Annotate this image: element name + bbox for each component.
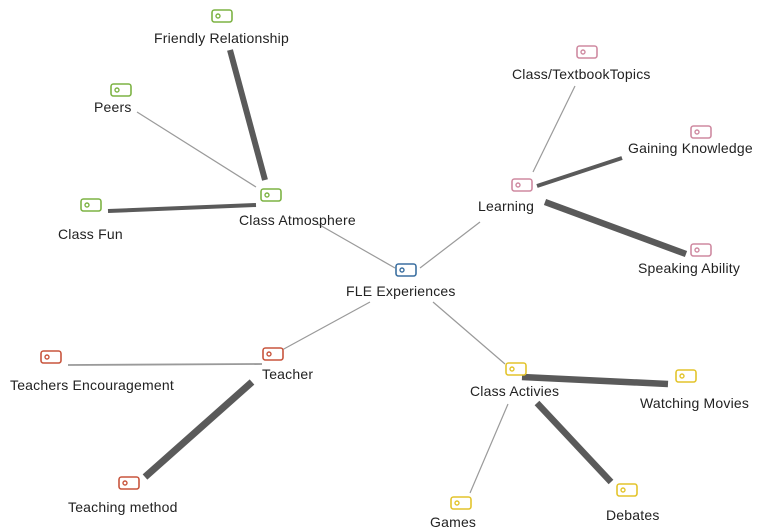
- code-tag-icon: [395, 263, 417, 277]
- node-label-games: Games: [430, 514, 477, 530]
- edge-learning-speaking: [543, 198, 688, 258]
- node-label-class-atmosphere: Class Atmosphere: [239, 212, 356, 228]
- code-tag-icon: [260, 188, 282, 202]
- node-label-teacher: Teacher: [262, 366, 314, 382]
- code-tag-icon: [616, 483, 638, 497]
- node-label-speaking-ability: Speaking Ability: [638, 260, 741, 276]
- code-tag-icon: [576, 45, 598, 59]
- edge-atmosphere-friendly: [227, 49, 268, 181]
- code-tag-icon: [40, 350, 62, 364]
- code-tag-icon: [511, 178, 533, 192]
- node-label-class-fun: Class Fun: [58, 226, 123, 242]
- code-tag-icon: [262, 347, 284, 361]
- edge-learning-topics: [532, 85, 576, 173]
- node-label-class-activities: Class Activies: [470, 383, 560, 399]
- code-tag-icon: [118, 476, 140, 490]
- code-tag-icon: [505, 362, 527, 376]
- edge-activities-movies: [521, 373, 669, 388]
- code-tag-icon: [211, 9, 233, 23]
- code-tag-icon: [690, 125, 712, 139]
- node-label-friendly-relationship: Friendly Relationship: [154, 30, 289, 46]
- edge-teacher-encouragement: [67, 363, 263, 366]
- code-tag-icon: [450, 496, 472, 510]
- code-tag-icon: [690, 243, 712, 257]
- node-label-teaching-method: Teaching method: [68, 499, 178, 515]
- code-tag-icon: [80, 198, 102, 212]
- code-tag-icon: [675, 369, 697, 383]
- edge-activities-games: [469, 403, 509, 494]
- edge-learning-knowledge: [536, 156, 623, 188]
- edge-root-activities: [432, 301, 506, 365]
- edge-teacher-method: [142, 379, 255, 480]
- node-label-peers: Peers: [94, 99, 132, 115]
- edge-activities-debates: [534, 400, 614, 485]
- node-label-debates: Debates: [606, 507, 660, 523]
- edge-root-teacher: [281, 301, 371, 351]
- node-label-gaining-knowledge: Gaining Knowledge: [628, 140, 753, 156]
- edge-atmosphere-fun: [107, 203, 257, 213]
- node-label-textbook-topics: Class/TextbookTopics: [512, 66, 651, 82]
- edge-root-atmosphere: [317, 223, 396, 269]
- node-label-watching-movies: Watching Movies: [640, 395, 750, 411]
- code-tag-icon: [110, 83, 132, 97]
- node-label-learning: Learning: [478, 198, 535, 214]
- edge-atmosphere-peers: [136, 111, 257, 188]
- edge-root-learning: [419, 221, 481, 269]
- node-label-root: FLE Experiences: [346, 283, 456, 299]
- node-label-teachers-encouragement: Teachers Encouragement: [10, 377, 174, 393]
